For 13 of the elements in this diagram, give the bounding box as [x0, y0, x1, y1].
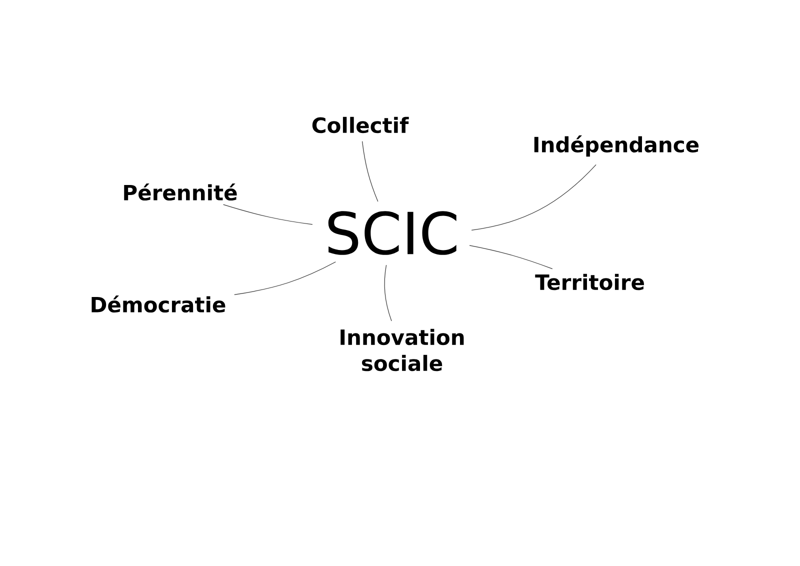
- concept-label: Collectif: [312, 116, 409, 134]
- concept-label: Indépendance: [534, 135, 699, 157]
- connector-line: [384, 264, 392, 322]
- concept-label: Démocratie: [92, 295, 226, 313]
- connector-line: [471, 164, 596, 231]
- concept-label: Pérennité: [124, 183, 237, 201]
- connector-line: [234, 262, 336, 295]
- connector-line: [469, 245, 553, 270]
- connector-line: [223, 204, 313, 225]
- connector-line: [362, 140, 378, 202]
- concept-label: Territoire: [535, 274, 644, 290]
- center-title: SCIC: [328, 211, 456, 255]
- concept-label: Innovation sociale: [340, 328, 464, 372]
